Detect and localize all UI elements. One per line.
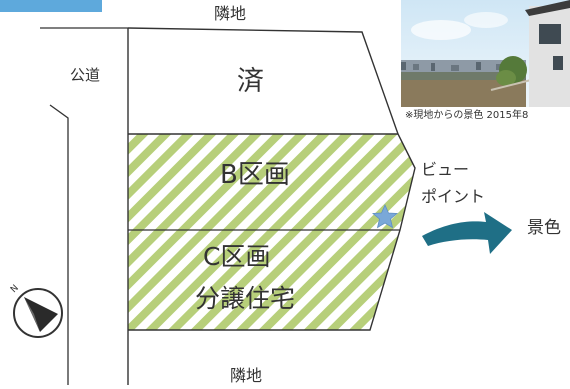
neighbor-bottom-label: 隣地: [230, 366, 263, 385]
neighbor-top-label: 隣地: [214, 4, 247, 23]
corner-tag: [0, 0, 102, 12]
lot-c-area: [128, 230, 400, 330]
view-arrow-icon: [422, 212, 512, 254]
lot-sold-label: 済: [237, 66, 264, 97]
viewpoint-label-2: ポイント: [421, 187, 486, 206]
site-boundary: [127, 27, 416, 331]
photo-caption: ※現地からの景色 2015年8: [405, 110, 529, 121]
view-label: 景色: [527, 218, 561, 238]
compass-icon: [13, 288, 63, 338]
view-photo: [401, 0, 570, 107]
road-edge: [49, 104, 69, 385]
viewpoint-label-1: ビュー: [421, 160, 470, 179]
viewpoint-star-icon: [371, 204, 399, 229]
lot-c-sublabel: 分譲住宅: [195, 284, 296, 313]
lot-c-label: C区画: [203, 242, 271, 271]
lot-b-label: B区画: [220, 160, 290, 190]
lot-b-area: [128, 134, 415, 230]
public-road-label: 公道: [70, 66, 101, 84]
